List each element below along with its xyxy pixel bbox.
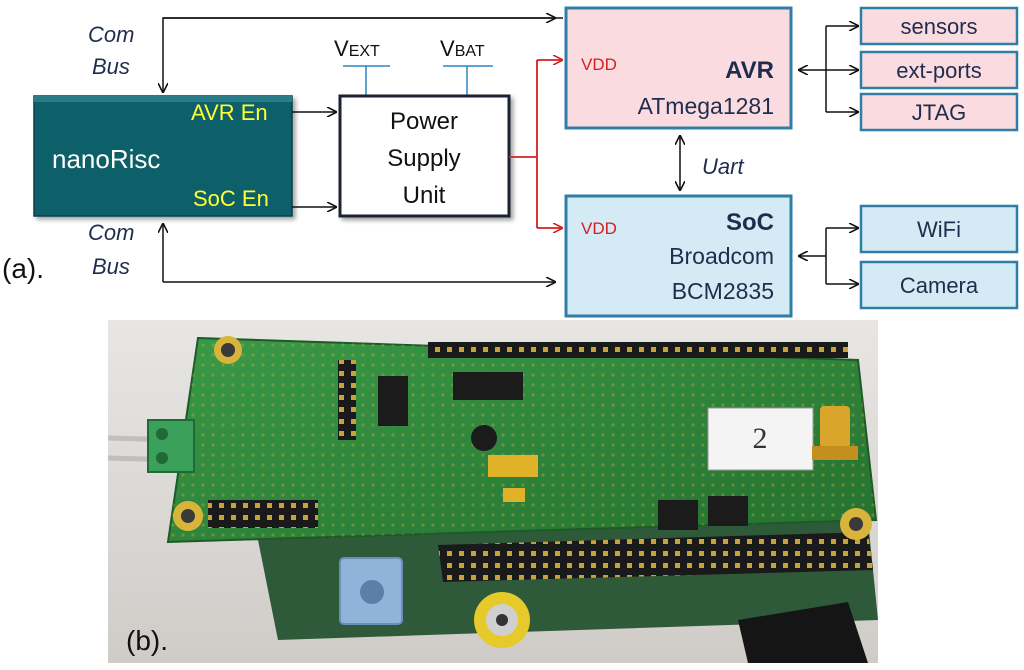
com-bus-top-label-line2: Bus <box>92 54 130 79</box>
com-bus-top-label-line1: Com <box>88 22 134 47</box>
nanorisc-soc-en: SoC En <box>193 186 269 211</box>
vbat-label: VBAT <box>440 36 485 61</box>
board-label-digit: 2 <box>753 422 768 455</box>
psu-line1: Power <box>390 108 458 135</box>
peripheral-camera-label: Camera <box>900 273 979 298</box>
com-bus-top-connector <box>163 18 563 92</box>
panel-a-label: (a). <box>2 253 44 284</box>
board-photo: 2 (b). <box>108 320 878 663</box>
vext-label: VEXT <box>334 36 380 61</box>
nanorisc-title: nanoRisc <box>52 144 160 174</box>
nanorisc-avr-en: AVR En <box>191 100 268 125</box>
com-bus-bottom-label-line2: Bus <box>92 254 130 279</box>
avr-title: AVR <box>725 57 774 84</box>
enable-arrows <box>292 112 336 207</box>
soc-peripheral-connectors <box>799 228 858 284</box>
avr-peripheral-connectors <box>799 26 858 112</box>
soc-title: SoC <box>726 209 774 236</box>
power-supply-unit-block: Power Supply Unit <box>338 94 511 218</box>
avr-model: ATmega1281 <box>638 93 774 119</box>
avr-vdd: VDD <box>581 55 617 74</box>
terminal-block <box>147 419 195 473</box>
psu-line3: Unit <box>403 182 446 209</box>
peripheral-wifi-label: WiFi <box>917 217 961 242</box>
nanorisc-block: nanoRisc AVR En SoC En <box>33 95 293 217</box>
com-bus-bottom-label-line1: Com <box>88 220 134 245</box>
soc-vdd: VDD <box>581 219 617 238</box>
panel-b-label: (b). <box>126 625 168 656</box>
peripheral-ext-ports-label: ext-ports <box>896 58 982 83</box>
peripheral-sensors-label: sensors <box>900 14 977 39</box>
peripheral-camera: Camera <box>859 260 1019 310</box>
peripheral-sensors: sensors <box>859 6 1019 46</box>
uart-label: Uart <box>702 154 744 179</box>
avr-block: VDD AVR ATmega1281 <box>564 6 793 130</box>
soc-vendor: Broadcom <box>669 243 774 269</box>
peripheral-wifi: WiFi <box>859 204 1019 254</box>
audio-jack <box>339 557 403 625</box>
voltage-inputs <box>343 65 493 96</box>
ribbon-connector <box>738 602 868 663</box>
soc-model: BCM2835 <box>672 278 774 304</box>
peripheral-jtag: JTAG <box>859 92 1019 132</box>
block-diagram: Com Bus Com Bus (a). nanoRisc AVR En SoC… <box>2 6 1019 318</box>
com-bus-bottom-connector <box>163 218 555 282</box>
main-pcb: 2 <box>166 336 878 544</box>
psu-line2: Supply <box>387 145 460 172</box>
peripheral-jtag-label: JTAG <box>912 100 967 125</box>
peripheral-ext-ports: ext-ports <box>859 50 1019 90</box>
power-lines <box>509 60 562 228</box>
rca-jack <box>474 592 530 648</box>
soc-block: VDD SoC Broadcom BCM2835 <box>564 194 793 318</box>
sma-connector <box>812 406 858 460</box>
lower-board <box>258 520 878 640</box>
